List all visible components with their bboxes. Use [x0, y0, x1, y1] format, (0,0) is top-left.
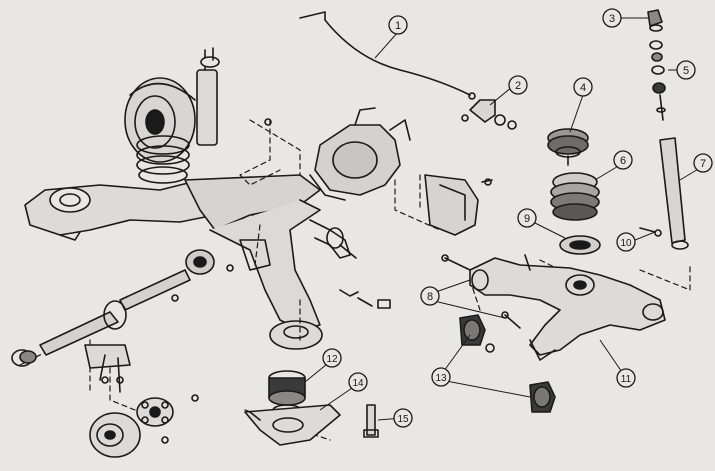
svg-text:10: 10: [620, 238, 632, 249]
rear-brake-drum-left: [124, 77, 196, 163]
svg-text:8: 8: [427, 291, 433, 303]
differential: [309, 107, 411, 201]
upper-spring-seat: [547, 128, 589, 166]
axle-shaft-cv-joint: [309, 219, 357, 259]
svg-text:1: 1: [395, 20, 401, 32]
svg-text:14: 14: [352, 378, 364, 389]
lower-control-arm-right: [469, 254, 666, 361]
bushing-upper: [459, 314, 495, 353]
callout-3: 3: [602, 8, 622, 28]
callout-2: 2: [508, 75, 528, 95]
coil-spring-right: [550, 172, 600, 221]
svg-text:5: 5: [683, 65, 689, 77]
svg-text:12: 12: [326, 354, 338, 365]
stabilizer-bar: [299, 11, 476, 100]
svg-text:13: 13: [435, 373, 447, 384]
callout-14: 14: [348, 372, 368, 392]
callout-12: 12: [322, 348, 342, 368]
bolt-15: [363, 404, 379, 438]
small-fasteners: [101, 118, 272, 444]
callout-8: 8: [420, 286, 440, 306]
callout-13: 13: [431, 367, 451, 387]
svg-text:6: 6: [620, 155, 626, 167]
center-support-bracket: [84, 344, 131, 393]
callout-11: 11: [616, 368, 636, 388]
stabilizer-link-bracket: [461, 99, 517, 130]
propeller-shaft: [11, 249, 215, 367]
callout-15: 15: [393, 408, 413, 428]
rear-subframe: [184, 174, 323, 350]
svg-text:3: 3: [609, 13, 615, 25]
flex-disc-coupling: [136, 397, 174, 427]
coil-spring-left: [136, 135, 190, 184]
shock-absorber-right: [639, 9, 689, 250]
callout-group: 1 2 3 4 5 6 7 8 9 10 11 12 13 14 15: [322, 8, 713, 428]
callout-10: 10: [616, 232, 636, 252]
shock-absorber-left: [196, 47, 220, 146]
small-mount-brackets: [339, 289, 391, 309]
svg-text:11: 11: [621, 374, 632, 385]
callout-5: 5: [676, 60, 696, 80]
callout-6: 6: [613, 150, 633, 170]
svg-text:7: 7: [700, 158, 706, 170]
callout-7: 7: [693, 153, 713, 173]
svg-text:15: 15: [397, 414, 409, 425]
lower-spring-seat: [559, 235, 601, 255]
rear-drum-bottom: [89, 412, 141, 458]
svg-text:9: 9: [524, 213, 530, 225]
bushing-lower: [529, 381, 556, 413]
callout-9: 9: [517, 208, 537, 228]
svg-text:2: 2: [515, 80, 521, 92]
svg-text:4: 4: [580, 82, 586, 94]
mounting-plate: [244, 404, 341, 446]
callout-1: 1: [388, 15, 408, 35]
callout-4: 4: [573, 77, 593, 97]
rear-mount-bracket: [424, 174, 493, 236]
